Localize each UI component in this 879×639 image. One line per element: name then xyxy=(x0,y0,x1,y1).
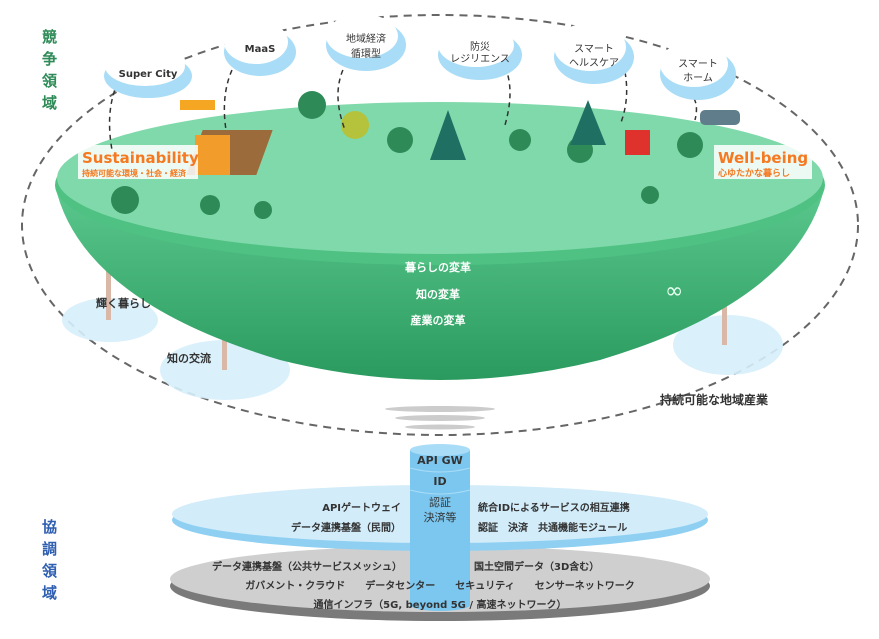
competitive-boundary xyxy=(21,14,859,436)
pillars xyxy=(62,250,783,400)
svg-text:防災: 防災 xyxy=(470,40,490,53)
svg-text:スマート: スマート xyxy=(574,44,614,55)
svg-text:レジリエンス: レジリエンス xyxy=(450,54,510,65)
svg-text:暮らしの変革: 暮らしの変革 xyxy=(404,260,471,274)
svg-text:競: 競 xyxy=(42,28,57,46)
bowl-shadow xyxy=(385,406,495,430)
svg-text:産業の変革: 産業の変革 xyxy=(411,313,466,327)
platform-text: APIゲートウェイ データ連携基盤（民間） 統合IDによるサービスの相互連携 認… xyxy=(291,501,630,534)
infinity-icon: ∞ xyxy=(665,279,683,304)
society-disc: ∞ xyxy=(55,91,825,380)
competitive-area-label: 競 争 領 域 xyxy=(42,28,58,112)
svg-text:MaaS: MaaS xyxy=(245,44,276,55)
cloud-regional-economy: 地域経済 循環型 xyxy=(326,14,406,71)
svg-text:Sustainability: Sustainability xyxy=(82,149,199,167)
svg-text:Well-being: Well-being xyxy=(718,149,808,167)
svg-text:決済等: 決済等 xyxy=(424,510,457,524)
svg-text:知の変革: 知の変革 xyxy=(415,287,460,301)
wellbeing-label: Well-being 心ゆたかな暮らし xyxy=(714,145,812,179)
cloud-smart-healthcare: スマート ヘルスケア xyxy=(554,23,634,84)
svg-text:持続可能な環境・社会・経済: 持続可能な環境・社会・経済 xyxy=(82,168,187,178)
svg-text:通信インフラ（5G, beyond 5G / 高速ネットワー: 通信インフラ（5G, beyond 5G / 高速ネットワーク） xyxy=(313,598,566,611)
svg-text:領: 領 xyxy=(42,72,58,90)
svg-text:心ゆたかな暮らし: 心ゆたかな暮らし xyxy=(718,167,790,179)
svg-text:認証 決済 共通機能モジュール: 認証 決済 共通機能モジュール xyxy=(478,521,627,534)
pillar-label-knowledge-exchange: 知の交流 xyxy=(166,351,211,365)
svg-text:ガバメント・クラウド データセンター セキュリティ セ: ガバメント・クラウド データセンター セキュリティ センサーネットワーク xyxy=(245,579,634,592)
pillar-label-sustainable-industry: 持続可能な地域産業 xyxy=(660,392,769,407)
svg-text:争: 争 xyxy=(42,50,57,68)
svg-text:域: 域 xyxy=(42,584,57,602)
svg-text:ホーム: ホーム xyxy=(683,72,713,84)
svg-text:協: 協 xyxy=(42,518,57,536)
infrastructure-text: データ連携基盤（公共サービスメッシュ） 国土空間データ（3D含む） ガバメント・… xyxy=(212,560,635,611)
svg-text:循環型: 循環型 xyxy=(351,47,381,60)
cloud-smart-home: スマート ホーム xyxy=(660,41,736,100)
cloud-super-city: Super City xyxy=(104,46,192,98)
svg-text:Super City: Super City xyxy=(119,69,178,80)
svg-text:ID: ID xyxy=(433,475,446,488)
transformations: 暮らしの変革 知の変革 産業の変革 xyxy=(404,260,471,327)
svg-text:調: 調 xyxy=(42,540,57,558)
svg-text:データ連携基盤（公共サービスメッシュ）: データ連携基盤（公共サービスメッシュ） xyxy=(212,560,402,573)
svg-text:認証: 認証 xyxy=(429,495,451,509)
cloud-disaster-resilience: 防災 レジリエンス xyxy=(438,23,522,80)
svg-text:地域経済: 地域経済 xyxy=(346,32,386,45)
cloud-maas: MaaS xyxy=(224,20,296,76)
svg-text:スマート: スマート xyxy=(678,59,718,70)
svg-text:API GW: API GW xyxy=(417,454,463,467)
pillar-label-bright-living: 輝く暮らし xyxy=(96,296,151,310)
svg-text:国土空間データ（3D含む）: 国土空間データ（3D含む） xyxy=(474,560,599,573)
svg-text:域: 域 xyxy=(42,94,57,112)
cooperative-area-label: 協 調 領 域 xyxy=(42,518,58,602)
api-id-cylinder: API GW ID 認証 決済等 xyxy=(409,444,471,611)
svg-text:領: 領 xyxy=(42,562,58,580)
svg-text:統合IDによるサービスの相互連携: 統合IDによるサービスの相互連携 xyxy=(478,501,630,514)
sustainability-label: Sustainability 持続可能な環境・社会・経済 xyxy=(78,145,199,179)
svg-text:ヘルスケア: ヘルスケア xyxy=(569,57,619,69)
svg-text:APIゲートウェイ: APIゲートウェイ xyxy=(322,501,401,514)
svg-text:データ連携基盤（民間）: データ連携基盤（民間） xyxy=(291,521,401,534)
